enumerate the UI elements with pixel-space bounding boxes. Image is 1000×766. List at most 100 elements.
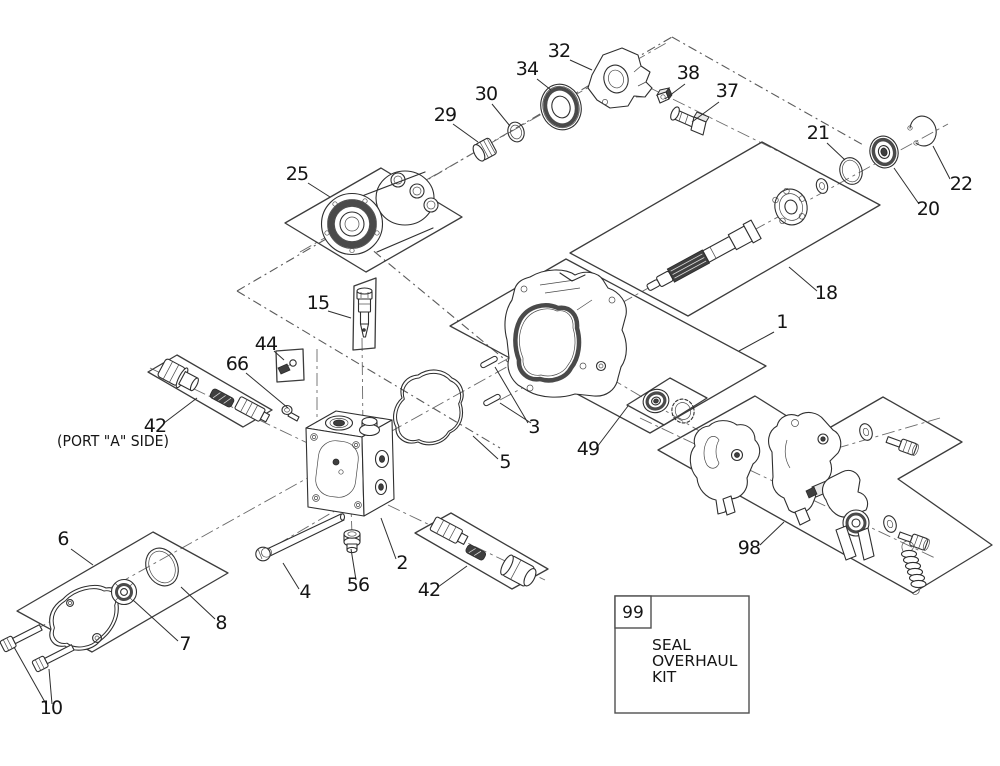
callout-part-30-2: 30 [475,83,498,105]
callout-part-37-5: 37 [716,80,739,102]
part-98-spring [900,540,927,595]
plate-49 [626,377,708,426]
plate-25 [284,167,463,273]
callout-part-42-18: 42 [144,415,167,437]
part-29-bushing [472,137,497,162]
part-7-seal [110,578,138,606]
part-2-valve-block [305,410,395,517]
callout-part-32-0: 32 [548,40,571,62]
leader-line-part-38-4 [664,83,686,100]
grouping-plates [16,141,993,653]
part-66-screw [281,404,300,422]
callout-part-18-9: 18 [815,282,838,304]
callout-part-5-17: 5 [499,451,510,473]
leader-line-part-34-1 [536,78,552,91]
callout-part-7-26: 7 [179,633,190,655]
callout-part-49-16: 49 [577,438,600,460]
leader-line-part-30-2 [491,103,511,127]
leader-line-part-18-9 [788,266,818,292]
callout-part-6-24: 6 [57,528,68,550]
leader-line-part-25-11 [307,182,331,198]
callout-part-66-14: 66 [226,353,249,375]
part-42-left-valve-kit [157,358,271,423]
part-5-gasket [393,369,464,446]
callout-part-42-22: 42 [418,579,441,601]
leader-line-part-3-15 [494,366,529,424]
callout-part-38-4: 38 [677,62,700,84]
callout-part-2-19: 2 [396,552,407,574]
part-42-right-valve-kit [429,516,537,587]
leader-line-part-10-27 [13,646,47,705]
leader-line-part-21-6 [826,142,846,161]
part-49-bearing-retainer [642,388,695,424]
part-1-pump-housing [504,269,627,398]
leader-line-part-7-26 [132,599,179,642]
leader-line-part-32-0 [569,59,593,71]
plate-98 [657,395,993,594]
leader-line-part-3-15 [499,402,532,424]
leader-line-part-42-18 [163,397,198,424]
callout-part-29-3: 29 [434,104,457,126]
part-30-washer [507,121,525,143]
plate-15 [352,277,377,351]
leader-line-part-66-14 [245,372,289,409]
kit-box-number: 99 [622,603,644,623]
leader-line-part-22-7 [932,145,951,180]
part-18-pump-shaft [646,178,829,291]
callout-part-8-25: 8 [215,612,226,634]
leader-line-part-15-12 [327,310,352,319]
leader-line-part-98-23 [759,521,785,546]
leader-line-part-1-10 [738,331,775,352]
callout-part-21-6: 21 [807,122,830,144]
leader-line-part-8-25 [180,586,216,620]
part-10-screws [0,624,75,673]
leader-line-part-20-8 [893,167,920,205]
leader-line-part-6-24 [70,548,94,566]
part-18-bearing [772,187,808,226]
part-3-pins [480,355,501,407]
part-20-bearing [869,135,899,169]
part-37-pin [670,106,710,136]
callout-part-1-10: 1 [776,311,787,333]
callout-part-10-27: 10 [40,697,63,719]
leader-line-part-56-20 [350,548,357,581]
leader-line-part-44-13 [273,350,285,361]
callout-part-22-7: 22 [950,173,973,195]
part-25-cylinder-block [320,170,439,256]
kit-box-line-2: OVERHAUL [652,652,738,670]
leader-line-part-5-17 [472,435,499,460]
part-38-key [655,87,673,104]
leader-line-part-29-3 [452,123,479,143]
part-22-snap-ring [907,115,937,147]
part-56-plug [343,529,361,554]
plate-18 [569,141,881,317]
callout-part-3-15: 3 [528,416,539,438]
part-4-bolt [255,513,346,562]
callout-part-56-20: 56 [347,574,370,596]
leader-line-part-2-19 [380,517,397,560]
leader-line-part-37-5 [691,101,720,123]
callout-part-4-21: 4 [299,581,311,603]
part-15-relief-valve [356,287,373,338]
callout-part-15-12: 15 [307,292,330,314]
part-8-oring [145,547,179,587]
kit-box-line-3: KIT [652,668,677,686]
leader-line-part-4-21 [282,562,300,590]
plate-44 [275,348,305,383]
seal-overhaul-kit-box: 99 SEAL OVERHAUL KIT [614,595,750,714]
part-21-oring [839,157,863,185]
callout-part-44-13: 44 [255,333,278,355]
leader-line-part-42-22 [437,565,468,588]
leader-line-part-10-27 [48,668,53,705]
part-6-cover [49,584,120,651]
part-32-flange [587,47,653,109]
part-98-swashplate-kit [689,411,930,595]
leader-line-part-49-16 [596,405,629,448]
port-a-side-note: (PORT "A" SIDE) [57,432,169,450]
callout-part-34-1: 34 [516,58,539,80]
callout-part-98-23: 98 [738,537,761,559]
callout-part-20-8: 20 [917,198,940,220]
